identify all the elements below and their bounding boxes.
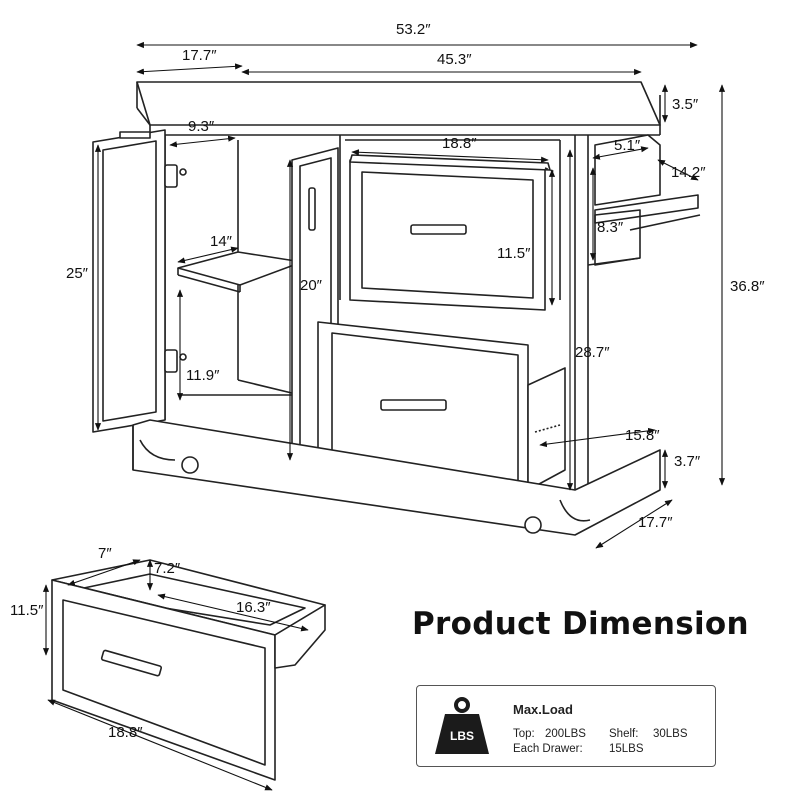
drawer-dimension-lines [42,559,309,791]
label-shelf-span: 15.8″ [625,427,660,444]
label-top-thickness: 3.5″ [672,96,699,113]
drawer-load-label: Each Drawer: [513,743,583,755]
max-load-panel: LBS Max.Load Top: 200LBS Shelf: 30LBS Each … [416,685,716,767]
label-lower-height: 11.9″ [186,367,220,384]
label-drawer-height: 11.5″ [497,245,531,262]
label-cabinet-height: 20″ [300,277,323,294]
upper-drawer [349,154,556,311]
label-drawer-inner-height: 7.2″ [154,560,181,577]
drawer-detail [51,559,326,781]
label-depth-top: 17.7″ [182,47,217,64]
dimension-lines [94,41,726,549]
label-rack-height: 8.3″ [597,219,624,236]
drawer-load-value: 15LBS [609,743,644,755]
label-drawer-outer-height: 11.5″ [10,602,44,619]
shelf-load-value: 30LBS [653,728,688,740]
countertop [136,81,661,136]
side-rack [587,134,701,266]
label-inner-height: 28.7″ [575,344,610,361]
drawer-dimension-labels: 7″ 7.2″ 11.5″ 16.3″ 18.8″ [10,545,271,741]
label-rack-depth: 5.1″ [614,137,641,154]
kitchen-island [92,81,701,536]
top-load-value: 200LBS [545,728,586,740]
label-base-height: 3.7″ [674,453,701,470]
max-load-heading: Max.Load [513,702,573,717]
label-door-depth: 9.3″ [188,118,215,135]
label-width-main: 45.3″ [437,51,472,68]
left-door [92,129,187,433]
top-load-label: Top: [513,728,535,740]
lower-drawer [317,321,566,496]
weight-icon: LBS [435,697,489,754]
load-row-top-shelf: Top: 200LBS Shelf: 30LBS [513,728,688,740]
dimension-labels: 53.2″ 17.7″ 45.3″ 3.5″ 9.3″ 18.8″ 5.1″ 1… [66,21,765,531]
label-shelf-depth: 14″ [210,233,233,250]
label-rack-width: 14.2″ [671,164,706,181]
load-row-drawer: Each Drawer: 15LBS [513,743,644,755]
label-overall-width: 53.2″ [396,21,431,38]
label-drawer-front-width: 18.8″ [108,724,143,741]
label-drawer-inner-depth: 7″ [98,545,112,562]
label-drawer-width-top: 18.8″ [442,135,477,152]
label-drawer-inner-length: 16.3″ [236,599,271,616]
label-door-height: 25″ [66,265,89,282]
weight-icon-label: LBS [450,729,474,743]
page-title: Product Dimension [412,606,749,642]
label-depth-bottom: 17.7″ [638,514,673,531]
shelf-load-label: Shelf: [609,728,639,740]
cabinet-base [132,419,661,536]
label-overall-height: 36.8″ [730,278,765,295]
